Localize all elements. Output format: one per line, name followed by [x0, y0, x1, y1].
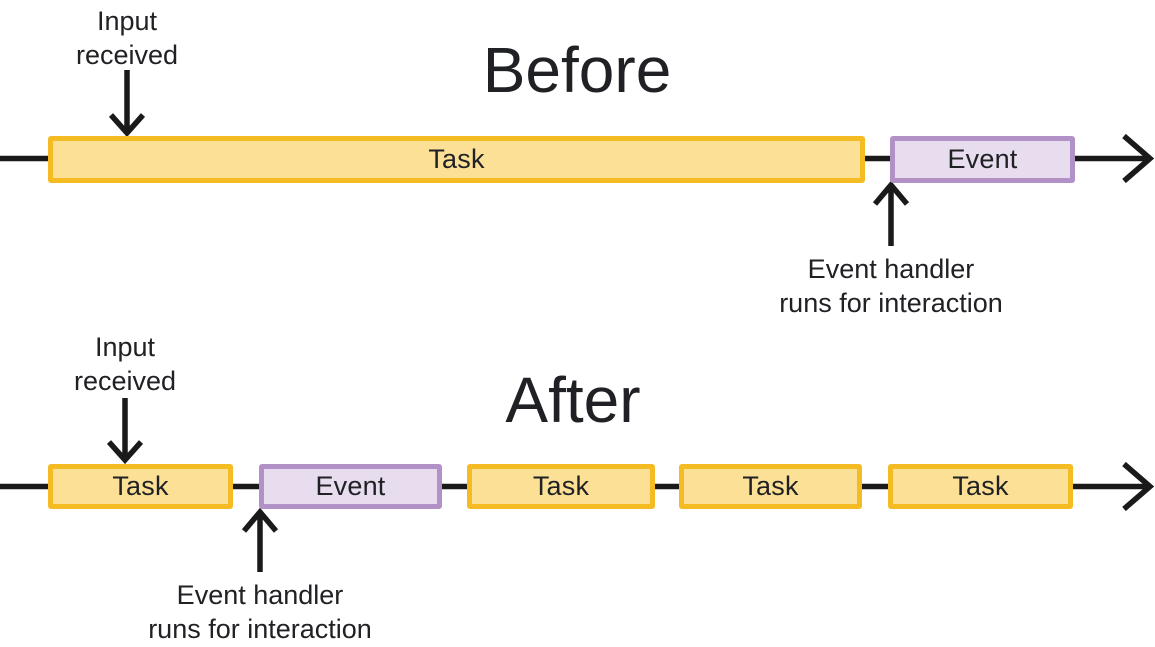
before-handler-arrow-icon: [872, 180, 910, 246]
after-task-bar-4: Task: [888, 464, 1073, 509]
before-task-bar: Task: [48, 136, 865, 183]
after-task-bar-3: Task: [679, 464, 862, 509]
after-timeline-arrowhead-icon: [1122, 461, 1155, 512]
after-task-bar-2: Task: [467, 464, 655, 509]
before-event-handler-label: Event handler runs for interaction: [779, 254, 1003, 318]
before-timeline-arrowhead-icon: [1122, 133, 1155, 184]
after-event-handler-label: Event handler runs for interaction: [148, 580, 372, 644]
after-task-bar-1: Task: [48, 464, 233, 509]
after-input-received-label: Input received: [73, 332, 177, 396]
after-handler-arrow-icon: [241, 507, 279, 572]
before-section-title: Before: [482, 34, 672, 106]
before-event-bar: Event: [890, 136, 1075, 183]
after-section-title: After: [505, 364, 641, 436]
before-input-arrow-icon: [108, 70, 146, 138]
before-input-received-label: Input received: [75, 6, 179, 70]
after-input-arrow-icon: [106, 398, 144, 465]
after-event-bar: Event: [259, 464, 442, 509]
